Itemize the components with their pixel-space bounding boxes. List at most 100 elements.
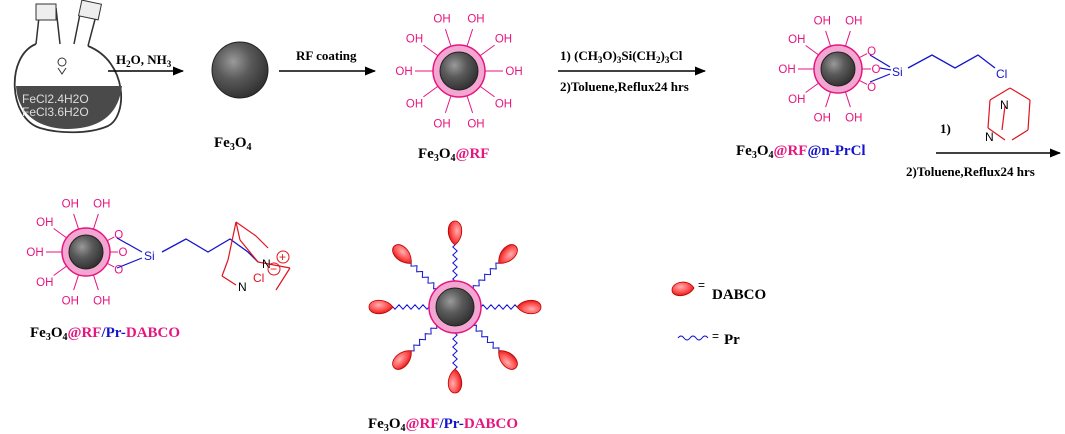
oh-bond — [844, 91, 851, 108]
dabco-reagent-icon — [987, 87, 1031, 141]
o-atom-label: O — [867, 82, 876, 94]
oh-bond — [73, 213, 80, 230]
fe3o4-core — [211, 41, 269, 99]
svg-text:N: N — [1000, 98, 1009, 112]
dabco-drop-icon — [392, 350, 412, 370]
fe3o4-core — [820, 51, 856, 87]
o-atom-label: O — [872, 64, 881, 76]
oh-bond — [466, 95, 474, 114]
svg-text:2)Toluene,Reflux24 hrs: 2)Toluene,Reflux24 hrs — [906, 164, 1035, 179]
svg-text:=: = — [698, 278, 705, 292]
oh-bond — [423, 85, 439, 98]
svg-text:Cl: Cl — [996, 67, 1007, 81]
svg-text:+: + — [279, 250, 286, 264]
oh-group-label: OH — [406, 34, 423, 46]
oh-group-label: OH — [36, 217, 53, 229]
arrow-step-2: RF coating — [279, 48, 377, 76]
caption-fe3o4: Fe3O4 — [214, 135, 252, 153]
pr-chain — [480, 304, 518, 310]
oh-group-label: OH — [62, 198, 79, 210]
svg-text:1) (CH3O)3Si(CH2)3Cl: 1) (CH3O)3Si(CH2)3Cl — [560, 48, 683, 65]
dabco-drop-icon — [498, 244, 518, 264]
pr-wave-icon — [677, 335, 709, 341]
oh-group-label: OH — [433, 14, 450, 26]
dabco-drop-icon — [498, 350, 518, 370]
oh-group-label: OH — [467, 118, 484, 130]
oh-group-label: OH — [845, 113, 862, 125]
pr-chain — [452, 244, 458, 282]
flask-label-line2: FeCl3.6H2O — [22, 105, 89, 119]
svg-text:Si: Si — [144, 249, 155, 263]
dabco-drop-icon — [516, 299, 542, 315]
flask: FeCl2.4H2O FeCl3.6H2O — [13, 0, 122, 134]
oh-group-label: OH — [505, 66, 522, 78]
caption-fe3o4-rf: Fe3O4@RF — [418, 146, 489, 164]
oh-bond — [73, 274, 80, 291]
oh-group-label: OH — [36, 277, 53, 289]
pr-chain — [452, 332, 458, 370]
svg-text:RF coating: RF coating — [296, 48, 357, 63]
dabco-drop-icon — [447, 220, 463, 246]
legend-pr: = Pr — [677, 329, 740, 348]
svg-text:N: N — [985, 130, 994, 144]
oh-group-label: OH — [814, 113, 831, 125]
oh-bond — [479, 44, 495, 57]
oh-bond — [466, 28, 474, 47]
oh-bond — [92, 213, 99, 230]
oh-bond — [844, 30, 851, 47]
svg-text:−: − — [270, 262, 277, 276]
caption-fe3o4-rf-pr-dabco-2: Fe3O4@RF/Pr-DABCO — [368, 416, 518, 434]
dabco-drop-icon — [368, 299, 394, 315]
dabco-drop-icon — [392, 244, 412, 264]
pr-dabco-linker: Si N + N Cl − — [116, 221, 291, 294]
oh-group-label: OH — [62, 296, 79, 308]
oh-group-label: OH — [395, 66, 412, 78]
o-atom-label: O — [867, 46, 876, 58]
oh-bond — [479, 85, 495, 98]
prcl-linker: Si Cl — [869, 54, 1007, 83]
svg-text:Pr: Pr — [724, 332, 740, 348]
svg-text:DABCO: DABCO — [712, 287, 766, 303]
caption-fe3o4-rf-prcl: Fe3O4@RF@n-PrCl — [736, 143, 866, 161]
oh-group-label: OH — [406, 98, 423, 110]
pr-chain — [472, 262, 499, 289]
oh-bond — [53, 228, 67, 239]
legend-dabco: = DABCO — [671, 278, 766, 303]
flask-label-line1: FeCl2.4H2O — [22, 92, 89, 106]
pr-chain — [410, 263, 437, 290]
arrow-step-1: H2O, NH3 — [108, 52, 185, 76]
oh-group-label: OH — [26, 247, 43, 259]
svg-text:H2O, NH3: H2O, NH3 — [116, 52, 172, 69]
oh-group-label: OH — [788, 94, 805, 106]
svg-text:N: N — [262, 257, 271, 271]
o-atom-label: O — [114, 264, 123, 276]
oh-group-label: OH — [495, 34, 512, 46]
stopper-icon — [77, 0, 103, 21]
o-atom-label: O — [114, 230, 123, 242]
oh-group-label: OH — [845, 15, 862, 27]
oh-bond — [444, 28, 452, 47]
dabco-drop-icon — [671, 281, 695, 297]
pr-chain — [392, 304, 430, 310]
o-atom-label: O — [119, 247, 128, 259]
oh-bond — [805, 45, 819, 56]
oh-group-label: OH — [778, 64, 795, 76]
stopper-icon — [35, 3, 57, 21]
oh-group-label: OH — [814, 15, 831, 27]
oh-bond — [805, 82, 819, 93]
svg-text:Cl: Cl — [253, 271, 264, 285]
oh-group-label: OH — [495, 98, 512, 110]
oh-group-label: OH — [93, 198, 110, 210]
oh-group-label: OH — [433, 118, 450, 130]
fe3o4-core — [439, 51, 479, 91]
legend: = DABCO = Pr — [671, 278, 766, 348]
svg-text:Si: Si — [892, 65, 903, 79]
oh-group-label: OH — [788, 34, 805, 46]
svg-text:2)Toluene,Reflux24 hrs: 2)Toluene,Reflux24 hrs — [560, 79, 689, 94]
oh-bond — [825, 30, 832, 47]
svg-text:=: = — [712, 329, 719, 343]
arrow-step-4: N N 1) 2)Toluene,Reflux24 hrs — [906, 87, 1062, 179]
dabco-drop-icon — [447, 368, 463, 394]
